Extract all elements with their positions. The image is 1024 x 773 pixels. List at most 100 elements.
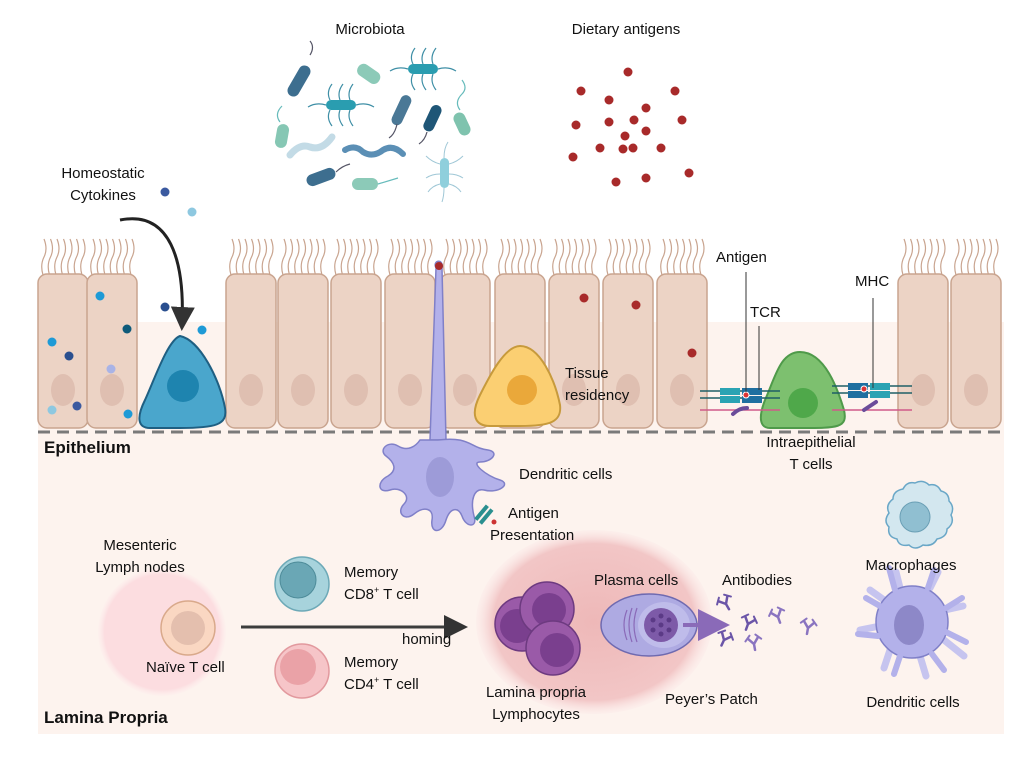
antigen-particle — [623, 67, 633, 77]
cell-nucleus — [788, 388, 818, 418]
macrophage — [885, 480, 954, 549]
antigen-particle — [641, 173, 651, 183]
antigen-particle — [684, 168, 694, 178]
cd4-suffix-text: T cell — [379, 676, 419, 693]
bacterium-rod — [287, 65, 311, 97]
antigen-particle — [629, 115, 639, 125]
mesenteric-label-line1: Mesenteric — [103, 537, 177, 554]
dietary-antigen-cluster — [568, 67, 697, 358]
epithelial-cell — [37, 238, 89, 429]
antigen-particle — [641, 126, 651, 136]
cytokine-particle — [72, 401, 82, 411]
cytokine-particle — [122, 324, 132, 334]
lamina-propria-lymphocytes — [494, 581, 581, 676]
homeostatic-cytokines-label-line1: Homeostatic — [61, 165, 145, 182]
microbiota-cluster — [274, 40, 471, 203]
tcr-label: TCR — [750, 304, 781, 321]
antigen-particle — [604, 95, 614, 105]
bacterium-flagellated — [408, 64, 438, 74]
antigen-particle — [631, 300, 641, 310]
dendritic-cells-epithelial-label: Dendritic cells — [519, 466, 613, 483]
cell-nucleus — [171, 611, 205, 645]
antigen-particle — [670, 86, 680, 96]
cytokine-particle — [160, 187, 170, 197]
antigen-particle — [576, 86, 586, 96]
epithelial-cell — [602, 238, 654, 429]
cd8-suffix-text: T cell — [379, 586, 419, 603]
naive-t-cell-label: Naïve T cell — [146, 659, 225, 676]
tissue-residency-label-line1: Tissue — [565, 365, 609, 382]
macrophages-label: Macrophages — [865, 557, 957, 574]
epithelial-cell — [439, 238, 491, 429]
antigen-particle — [571, 120, 581, 130]
cd8-text: CD8 — [344, 586, 375, 603]
cytokine-particle — [47, 405, 57, 415]
antibody-cluster — [716, 593, 818, 652]
antibodies-label: Antibodies — [722, 572, 793, 589]
epithelial-cell — [548, 238, 600, 429]
dendritic-cell-epithelial — [379, 260, 506, 532]
lamina-propria-lymphocytes-label-line1: Lamina propria — [485, 684, 587, 701]
antigen-particle — [611, 177, 621, 187]
epithelial-cell — [225, 238, 277, 429]
dietary-antigens-label: Dietary antigens — [571, 21, 681, 38]
antigen-particle — [618, 144, 628, 154]
mhc-label: MHC — [855, 273, 890, 290]
antigen-particle — [620, 131, 630, 141]
tissue-residency-label-line2: residency — [565, 387, 630, 404]
memory-cd4-label-line2: CD4+ T cell — [344, 675, 419, 695]
cytokine-particle — [106, 364, 116, 374]
plasma-cell — [600, 593, 698, 657]
cytokine-particle — [47, 337, 57, 347]
cytokine-particle — [160, 302, 170, 312]
dendritic-cell-lamina-propria — [855, 565, 969, 680]
cytokine-arrow — [119, 217, 195, 331]
antigen-particle — [641, 103, 651, 113]
memory-cd8-label-line1: Memory — [344, 564, 399, 581]
cytokine-particle — [197, 325, 207, 335]
antibody — [744, 633, 763, 652]
epithelial-cell — [950, 238, 1002, 429]
tcr-mhc-complex-right — [832, 383, 912, 412]
cell-nucleus — [507, 375, 537, 405]
epithelial-cell — [277, 238, 329, 429]
antigen-label: Antigen — [716, 249, 767, 266]
cell-nucleus — [167, 370, 199, 402]
tcr-mhc-complex-left — [700, 388, 780, 416]
bacterium-flagellated — [326, 100, 356, 110]
cytokine-particle — [95, 291, 105, 301]
antigen-particle — [595, 143, 605, 153]
peyers-patch-label: Peyer’s Patch — [665, 691, 758, 708]
cd4-superscript: + — [374, 675, 380, 685]
antigen-particle — [656, 143, 666, 153]
memory-cd8-label-line2: CD8+ T cell — [344, 585, 419, 605]
bacterium-vibrio — [357, 63, 381, 85]
antibody — [799, 617, 818, 636]
epithelial-cell — [384, 238, 436, 429]
cytokine-dots — [47, 187, 207, 419]
homing-label: homing — [402, 631, 452, 648]
lamina-propria-lymphocytes-label-line2: Lymphocytes — [492, 706, 580, 723]
intraepithelial-label-line1: Intraepithelial — [766, 434, 856, 451]
dendritic-cells-lp-label: Dendritic cells — [866, 694, 960, 711]
antigen-particle — [687, 348, 697, 358]
lamina-propria-region-label: Lamina Propria — [44, 708, 168, 727]
cytokine-particle — [123, 409, 133, 419]
memory-cd4-label-line1: Memory — [344, 654, 399, 671]
epithelial-cell — [330, 238, 382, 429]
mesenteric-label-line2: Lymph nodes — [95, 559, 185, 576]
antigen-particle — [628, 143, 638, 153]
antibody — [740, 613, 758, 631]
plasma-cells-label: Plasma cells — [594, 572, 679, 589]
cd8-superscript: + — [374, 585, 380, 595]
epithelium-region-label: Epithelium — [44, 438, 131, 457]
antibody — [768, 606, 786, 624]
antigen-particle — [677, 115, 687, 125]
intraepithelial-label-line2: T cells — [789, 456, 833, 473]
homeostatic-cytokines-label-line2: Cytokines — [70, 187, 136, 204]
antibody — [717, 629, 734, 647]
epithelial-cell — [656, 238, 708, 429]
microbiota-label: Microbiota — [335, 21, 405, 38]
